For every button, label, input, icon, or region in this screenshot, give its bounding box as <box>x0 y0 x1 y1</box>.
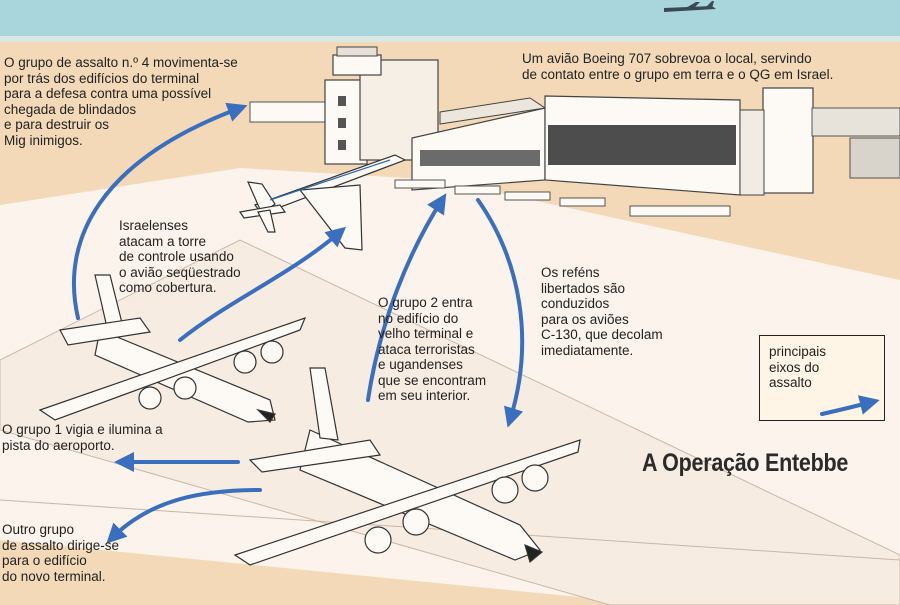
sky <box>0 0 900 40</box>
hijacked-airliner <box>238 154 407 251</box>
legend-box: principais eixos do assalto <box>759 335 885 421</box>
horizon-haze <box>0 36 900 44</box>
arrow-group2 <box>366 193 447 402</box>
arrow-tower <box>178 226 347 342</box>
new-terminal <box>544 87 814 196</box>
apron-slabs <box>394 179 731 217</box>
right-shed <box>849 137 900 179</box>
c130-aircraft-2 <box>233 367 581 566</box>
legend-text: principais eixos do assalto <box>769 344 827 390</box>
legend-arrow-icon <box>820 395 880 416</box>
note-group1: O grupo 1 vigia e ilumina a pista do aer… <box>2 422 163 453</box>
boeing-707-silhouette <box>664 1 716 12</box>
old-terminal <box>411 97 547 191</box>
page-title: A Operação Entebbe <box>642 449 849 477</box>
right-building <box>811 107 900 137</box>
note-other-group: Outro grupo de assalto dirige-se para o … <box>2 522 120 584</box>
note-boeing: Um avião Boeing 707 sobrevoa o local, se… <box>522 51 834 82</box>
arrow-other-group <box>106 488 262 544</box>
arrow-hostages <box>476 198 525 428</box>
c130-aircraft-1 <box>38 274 307 423</box>
arrow-group4 <box>72 102 248 320</box>
note-group4: O grupo de assalto n.º 4 movimenta-se po… <box>4 55 238 148</box>
note-group2: O grupo 2 entra no edifício do velho ter… <box>378 295 487 403</box>
note-hostages: Os reféns libertados são conduzidos para… <box>541 265 663 358</box>
note-israelis: Israelenses atacam a torre de controle u… <box>119 218 241 295</box>
runway <box>0 239 900 605</box>
assault-arrows <box>72 102 525 544</box>
